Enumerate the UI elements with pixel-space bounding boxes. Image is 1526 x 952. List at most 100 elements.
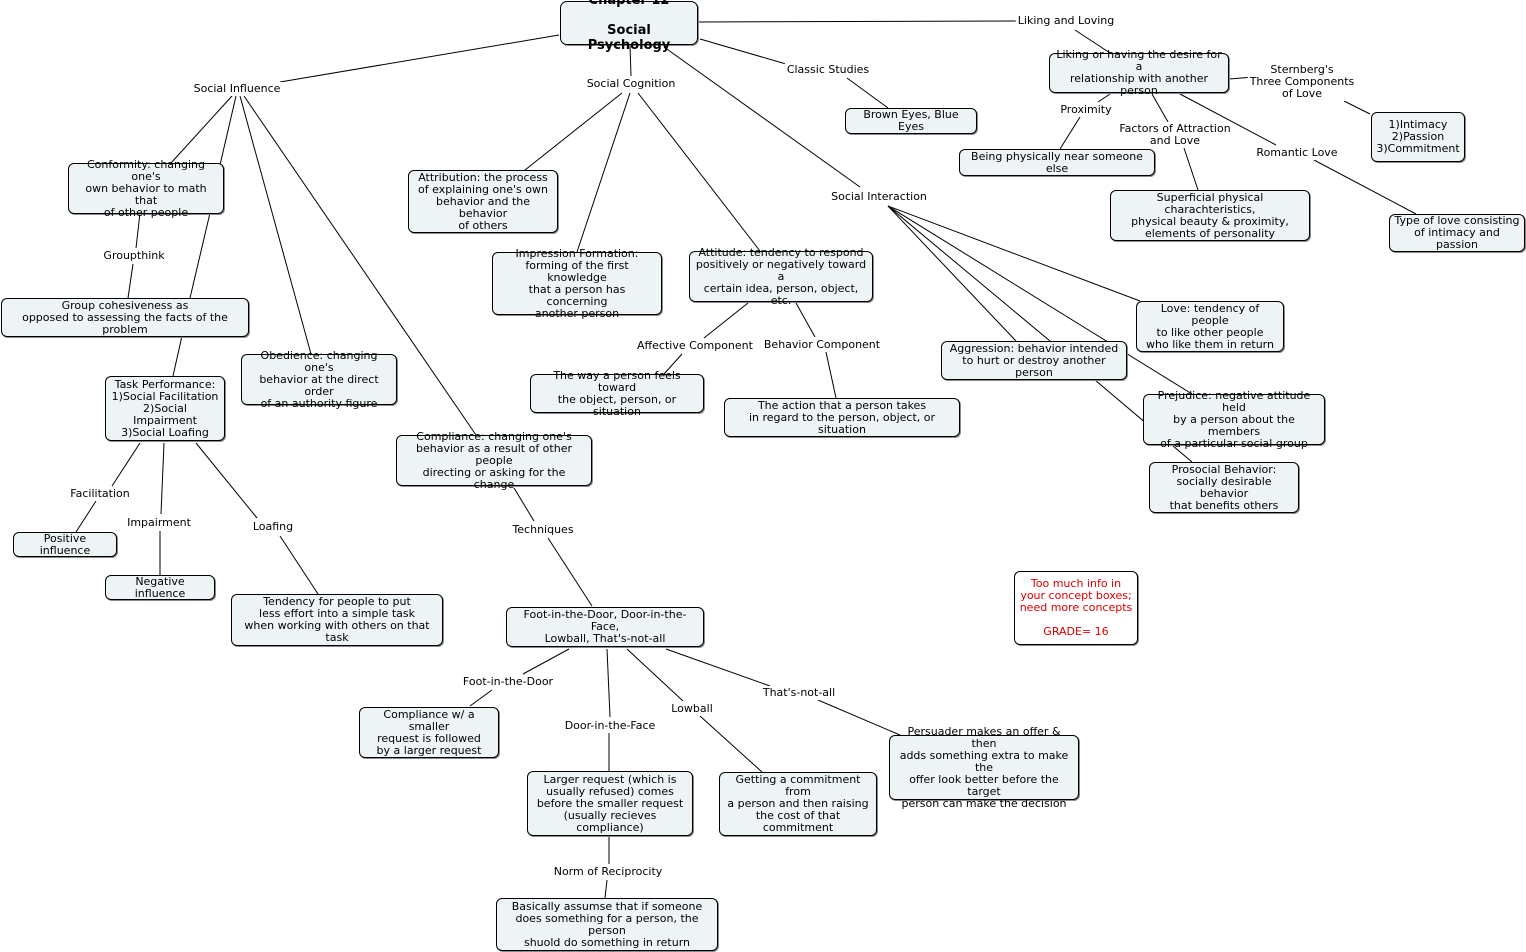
- link-classic-studies: Classic Studies: [784, 63, 872, 77]
- concept-affective-component: The way a person feels toward the object…: [530, 369, 704, 417]
- link-facilitation: Facilitation: [68, 487, 132, 501]
- concept-door-in-the-face: Larger request (which is usually refused…: [527, 771, 693, 836]
- connector-line: [522, 648, 570, 675]
- link-social-interaction: Social Interaction: [829, 190, 929, 204]
- concept-norm-of-reciprocity: Basically assumse that if someone does s…: [496, 898, 718, 951]
- link-romantic-love: Romantic Love: [1254, 146, 1340, 160]
- connector-line: [1097, 93, 1111, 103]
- connector-line: [547, 537, 593, 607]
- link-impairment: Impairment: [125, 516, 193, 530]
- connector-line: [513, 487, 535, 522]
- root-title: Chapter 12: [588, 0, 670, 8]
- connector-line: [1183, 147, 1199, 191]
- link-groupthink: Groupthink: [101, 249, 167, 263]
- concept-prejudice: Prejudice: negative attitude held by a p…: [1143, 389, 1325, 449]
- grade-note: Too much info in your concept boxes; nee…: [1014, 571, 1138, 645]
- connector-line: [663, 46, 861, 188]
- concept-attribution: Attribution: the process of explaining o…: [408, 170, 558, 233]
- connector-line: [887, 205, 1141, 302]
- link-foot-in-the-door: Foot-in-the-Door: [460, 675, 556, 689]
- connector-line: [111, 442, 141, 487]
- connector-line: [663, 353, 683, 375]
- connector-line: [887, 205, 1193, 395]
- root-concept: Chapter 12 Social Psychology: [560, 0, 698, 53]
- connector-line: [699, 715, 763, 773]
- link-liking-and-loving: Liking and Loving: [1015, 14, 1117, 28]
- concept-obedience: Obedience: changing one's behavior at th…: [241, 349, 397, 409]
- connector-line: [604, 879, 608, 899]
- connector-line: [699, 38, 787, 65]
- link-proximity: Proximity: [1058, 103, 1114, 117]
- link-behavior-component: Behavior Component: [761, 338, 883, 352]
- concept-factors-of-attraction: Superficial physical charachteristics, p…: [1110, 190, 1310, 241]
- connector-line: [626, 648, 684, 702]
- connector-line: [127, 263, 134, 299]
- concept-physically-near: Being physically near someone else: [959, 149, 1155, 176]
- concept-attitude: Attitude: tendency to respond positively…: [689, 246, 873, 306]
- concept-behavior-component: The action that a person takes in regard…: [724, 398, 960, 437]
- connector-line: [1151, 93, 1169, 123]
- connector-line: [887, 205, 1051, 342]
- connector-line: [887, 205, 1017, 342]
- connector-line: [1313, 159, 1417, 215]
- concept-sternbergs-components: 1)Intimacy 2)Passion 3)Commitment: [1371, 112, 1465, 162]
- connector-line: [606, 648, 611, 718]
- link-door-in-the-face: Door-in-the-Face: [562, 719, 658, 733]
- connector-line: [469, 689, 493, 707]
- concept-impression-formation: Impression Formation: forming of the fir…: [492, 247, 662, 319]
- connector-line: [697, 20, 1017, 23]
- concept-group-cohesiveness: Group cohesiveness as opposed to assessi…: [1, 298, 249, 337]
- connector-line: [846, 77, 889, 109]
- connector-line: [189, 212, 211, 299]
- connector-line: [825, 351, 837, 399]
- connector-line: [703, 302, 749, 339]
- link-social-influence: Social Influence: [191, 82, 283, 96]
- concept-positive-influence: Positive influence: [13, 532, 117, 557]
- concept-liking-desire: Liking or having the desire for a relati…: [1049, 49, 1229, 97]
- concept-love: Love: tendency of people to like other p…: [1136, 301, 1284, 352]
- connector-line: [665, 648, 771, 687]
- connector-line: [817, 699, 901, 736]
- connector-line: [75, 500, 97, 533]
- link-lowball: Lowball: [669, 702, 715, 716]
- connector-line: [170, 95, 233, 164]
- connector-line: [1343, 100, 1371, 115]
- concept-prosocial-behavior: Prosocial Behavior: socially desirable b…: [1149, 462, 1299, 513]
- connector-line: [629, 44, 632, 77]
- connector-line: [1074, 29, 1111, 54]
- concept-conformity: Conformity: changing one's own behavior …: [68, 158, 224, 218]
- concept-task-performance: Task Performance: 1)Social Facilitation …: [105, 376, 225, 441]
- link-thats-not-all: That's-not-all: [760, 686, 838, 700]
- concept-brown-eyes-blue-eyes: Brown Eyes, Blue Eyes: [845, 108, 977, 134]
- connector-line: [239, 95, 312, 355]
- connector-line: [1059, 116, 1081, 150]
- concept-romantic-love: Type of love consisting of intimacy and …: [1389, 214, 1525, 252]
- connector-line: [279, 34, 560, 83]
- connector-line: [243, 95, 477, 436]
- connector-line: [524, 92, 623, 171]
- connector-line: [279, 535, 319, 595]
- concept-thats-not-all: Persuader makes an offer & then adds som…: [889, 725, 1079, 809]
- concept-foot-in-the-door: Compliance w/ a smaller request is follo…: [359, 707, 499, 758]
- link-norm-of-reciprocity: Norm of Reciprocity: [551, 865, 665, 879]
- link-affective-component: Affective Component: [635, 339, 755, 353]
- link-social-cognition: Social Cognition: [584, 77, 678, 91]
- connector-line: [195, 442, 258, 519]
- concept-compliance: Compliance: changing one's behavior as a…: [396, 430, 592, 490]
- root-subtitle: Social Psychology: [587, 23, 671, 53]
- connector-line: [219, 95, 237, 166]
- connector-line: [1179, 93, 1277, 146]
- connector-line: [135, 212, 141, 249]
- link-loafing: Loafing: [250, 520, 296, 534]
- connector-line: [172, 335, 183, 377]
- concept-social-loafing-definition: Tendency for people to put less effort i…: [231, 594, 443, 646]
- link-techniques: Techniques: [510, 523, 576, 537]
- connector-line: [160, 442, 165, 515]
- connector-line: [795, 302, 816, 338]
- link-factors-of-attraction: Factors of Attraction and Love: [1117, 122, 1233, 148]
- concept-lowball: Getting a commitment from a person and t…: [719, 772, 877, 836]
- connector-line: [576, 92, 631, 253]
- concept-aggression: Aggression: behavior intended to hurt or…: [941, 341, 1127, 380]
